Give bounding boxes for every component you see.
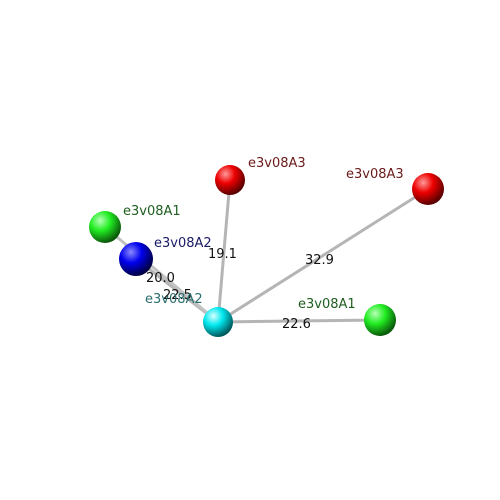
bonds bbox=[104, 179, 429, 324]
bond-center-green-right bbox=[217, 318, 381, 324]
distance-label-center-blue: 22.5 bbox=[163, 288, 192, 303]
atoms bbox=[89, 165, 444, 337]
atom-green-left[interactable] bbox=[89, 211, 121, 243]
bond-center-red-right bbox=[217, 187, 429, 324]
atom-red-right[interactable] bbox=[412, 173, 444, 205]
atom-labels: e3v08A3 e3v08A3 e3v08A1 e3v08A2 e3v08A1 … bbox=[123, 156, 404, 312]
distance-label-center-green-right: 22.6 bbox=[282, 317, 311, 332]
atom-label-red-right: e3v08A3 bbox=[346, 167, 404, 182]
distance-label-center-red-top: 19.1 bbox=[208, 247, 237, 262]
atom-label-green-left: e3v08A1 bbox=[123, 204, 181, 219]
distance-labels: 19.1 32.9 22.6 20.0 22.5 bbox=[146, 247, 334, 332]
atom-red-top[interactable] bbox=[215, 165, 245, 195]
atom-green-right[interactable] bbox=[364, 304, 396, 336]
bond-center-red-top bbox=[216, 179, 232, 323]
atom-label-green-right: e3v08A1 bbox=[298, 297, 356, 312]
atom-label-red-top: e3v08A3 bbox=[248, 156, 306, 171]
distance-label-center-red-right: 32.9 bbox=[305, 253, 334, 268]
atom-blue[interactable] bbox=[119, 242, 153, 276]
distance-label-center-green-left: 20.0 bbox=[146, 271, 175, 286]
bond-center-green-left bbox=[104, 225, 219, 324]
atom-label-center: e3v08A2 bbox=[145, 292, 203, 307]
atom-center-cyan[interactable] bbox=[203, 307, 233, 337]
atom-label-blue: e3v08A2 bbox=[154, 236, 212, 251]
